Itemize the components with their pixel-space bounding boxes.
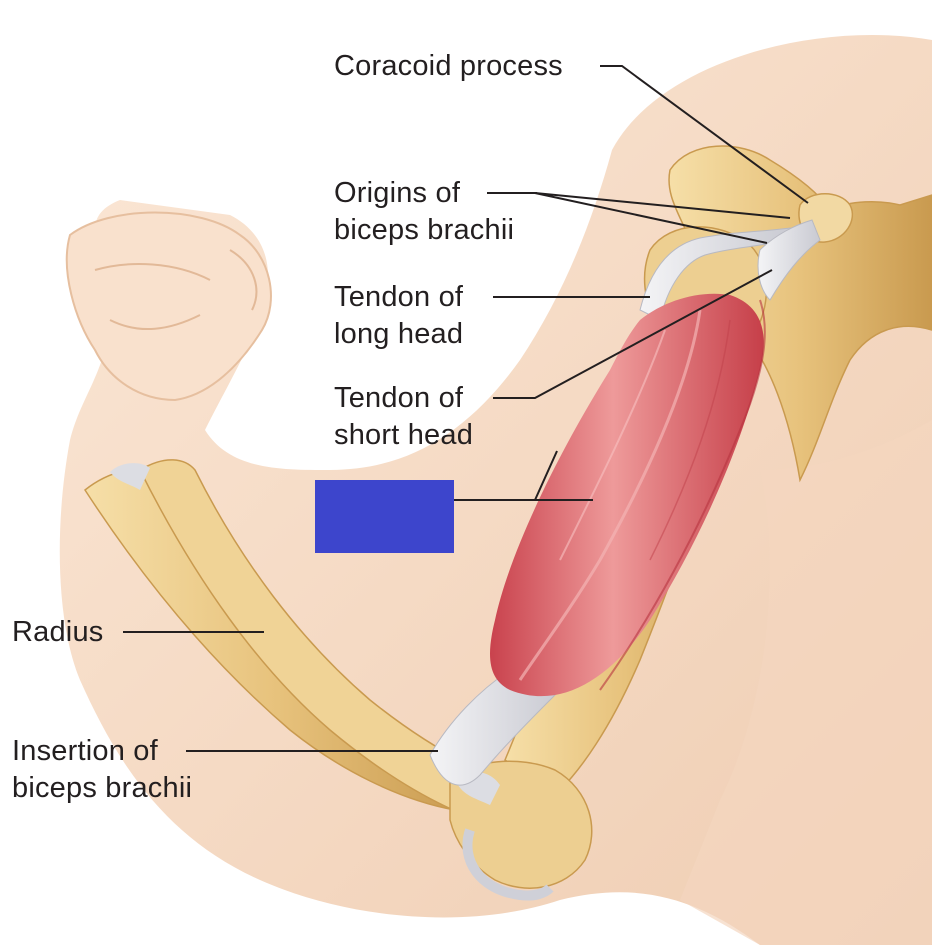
origins-label-line2: biceps brachii [334,214,515,246]
long-head-label-line1: Tendon of [334,281,464,313]
short-head-label-line1: Tendon of [334,382,464,414]
distal-tendon [429,669,561,786]
masked-label-leader [454,450,593,501]
radius-label: Radius [12,616,104,648]
insertion-label-line2: biceps brachii [12,772,193,804]
coracoid-process-label: Coracoid process [334,50,563,82]
fist [65,211,272,402]
short-head-label-line2: short head [334,419,474,451]
leader-lines [123,65,809,752]
tendons [429,219,821,786]
insertion-label-line1: Insertion of [12,735,158,767]
short-head-tendon [757,219,821,301]
origins-label-line1: Origins of [334,177,461,209]
origins-leader [487,192,791,244]
biceps-brachii-muscle [490,293,766,697]
masked-label-box [315,480,454,553]
coracoid-leader [600,65,809,204]
short-head-leader [493,269,773,399]
long-head-label-line2: long head [334,318,464,350]
forearm-bones [84,459,593,901]
